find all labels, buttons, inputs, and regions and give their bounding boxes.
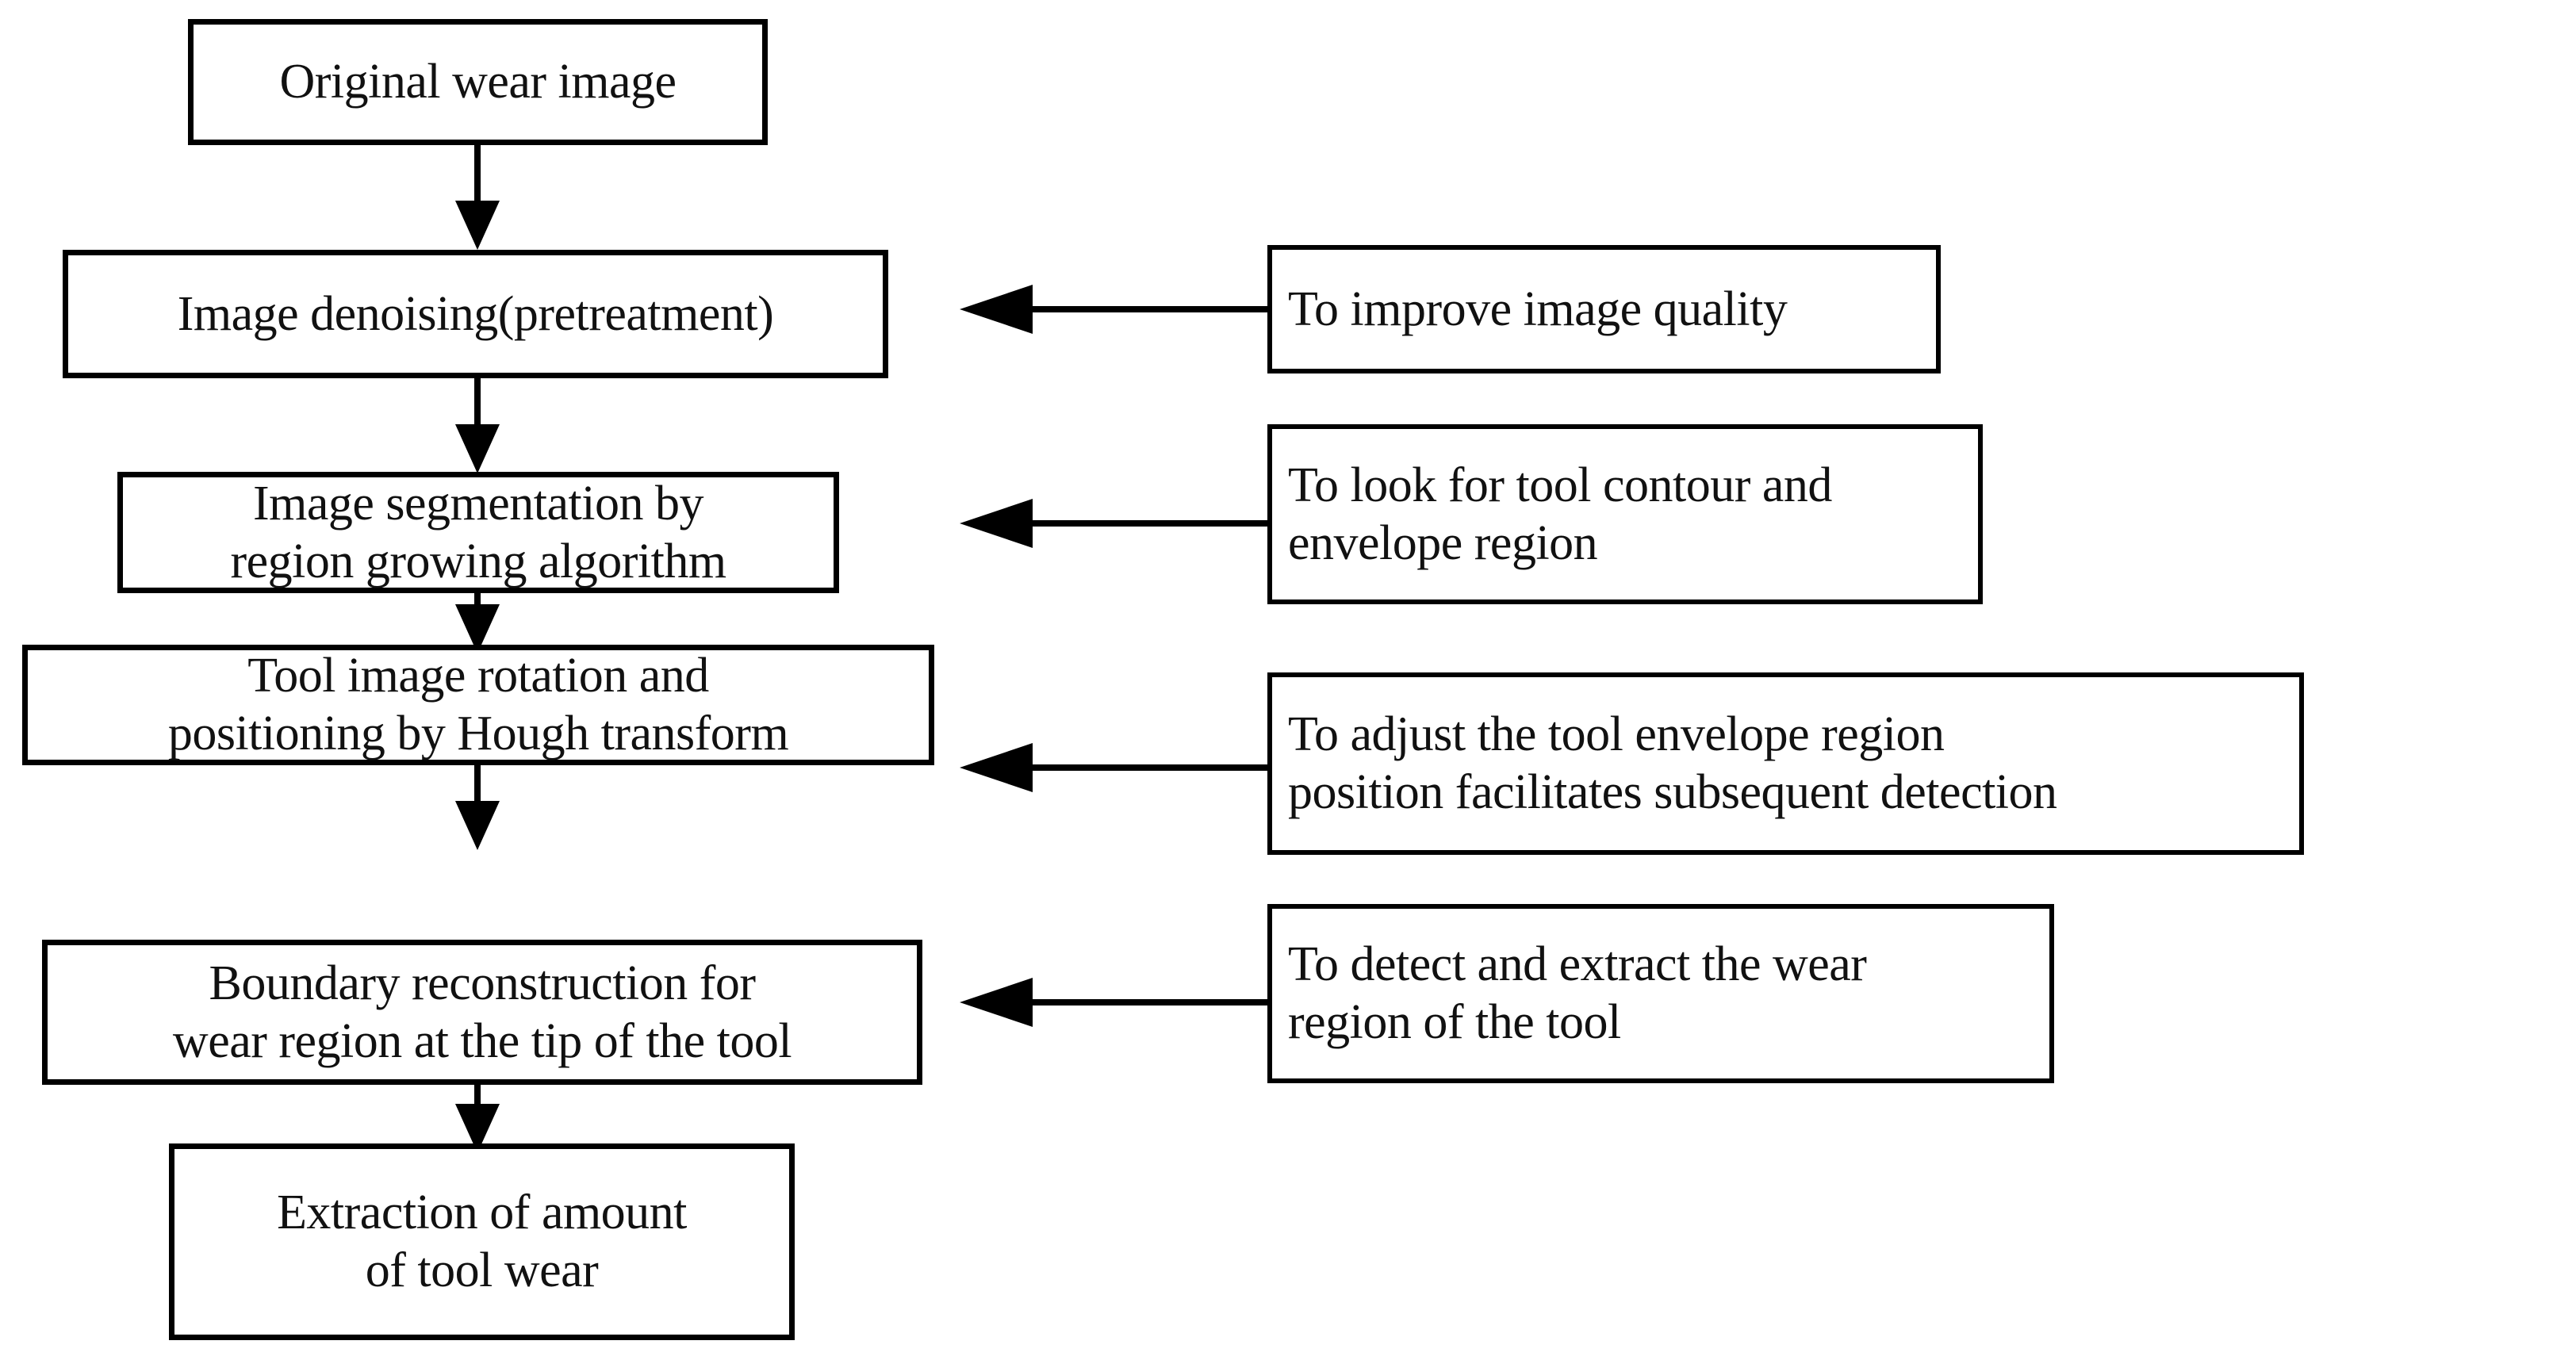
- flow-node-label: Image denoising(pretreatment): [177, 286, 774, 341]
- connector-note3-arrowhead: [960, 743, 1033, 792]
- connector-original-to-denoising-line: [474, 145, 481, 207]
- flow-node-tool-image-rotation[interactable]: Tool image rotation and positioning by H…: [22, 645, 934, 765]
- flow-node-extraction-of-amount[interactable]: Extraction of amount of tool wear: [169, 1143, 795, 1340]
- flow-node-label: Tool image rotation and positioning by H…: [167, 649, 789, 760]
- connector-denoising-to-segmentation-line: [474, 378, 481, 431]
- connector-rotation-to-boundary-arrowhead: [455, 801, 500, 850]
- note-node-adjust-envelope[interactable]: To adjust the tool envelope region posit…: [1267, 672, 2304, 855]
- connector-note2-arrowhead: [960, 499, 1033, 548]
- flow-node-original-wear-image[interactable]: Original wear image: [188, 19, 768, 145]
- connector-rotation-to-boundary-line: [474, 765, 481, 813]
- connector-note1-line: [1031, 306, 1269, 312]
- note-node-label: To look for tool contour and envelope re…: [1288, 458, 1832, 570]
- connector-original-to-denoising-arrowhead: [455, 201, 500, 250]
- flow-node-label: Original wear image: [279, 55, 677, 109]
- note-node-label: To adjust the tool envelope region posit…: [1288, 707, 2057, 819]
- connector-note3-line: [1031, 764, 1269, 771]
- connector-denoising-to-segmentation-arrowhead: [455, 424, 500, 473]
- note-node-label: To detect and extract the wear region of…: [1288, 937, 1867, 1049]
- flow-node-label: Extraction of amount of tool wear: [277, 1186, 687, 1297]
- note-node-label: To improve image quality: [1288, 282, 1788, 336]
- note-node-detect-wear[interactable]: To detect and extract the wear region of…: [1267, 904, 2054, 1083]
- flow-node-label: Image segmentation by region growing alg…: [230, 476, 726, 588]
- flow-node-label: Boundary reconstruction for wear region …: [172, 956, 792, 1068]
- connector-note1-arrowhead: [960, 285, 1033, 334]
- connector-note4-line: [1031, 999, 1269, 1006]
- flow-node-image-denoising[interactable]: Image denoising(pretreatment): [63, 250, 888, 378]
- note-node-improve-quality[interactable]: To improve image quality: [1267, 245, 1941, 373]
- flow-node-boundary-reconstruction[interactable]: Boundary reconstruction for wear region …: [42, 940, 922, 1085]
- note-node-tool-contour[interactable]: To look for tool contour and envelope re…: [1267, 424, 1983, 604]
- flow-node-image-segmentation[interactable]: Image segmentation by region growing alg…: [117, 472, 839, 593]
- connector-note4-arrowhead: [960, 978, 1033, 1027]
- connector-note2-line: [1031, 520, 1269, 527]
